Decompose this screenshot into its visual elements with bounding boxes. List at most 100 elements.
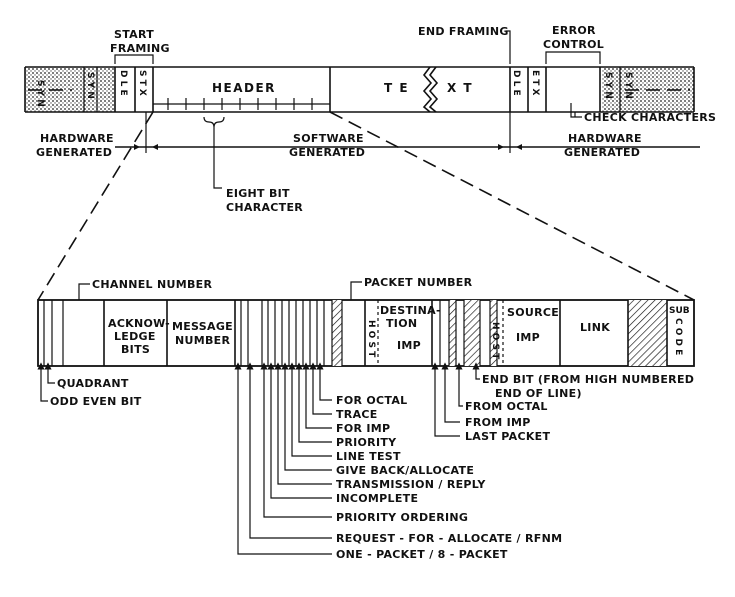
bit-label-priority: PRIORITY [295,362,397,449]
bit-labels-left: QUADRANT ODD EVEN BIT [37,362,142,408]
header-ticks [153,98,330,110]
dest-imp-label: IMP [397,339,421,352]
eight-bit-label-1: EIGHT BIT [226,187,290,200]
svg-text:GIVE BACK/ALLOCATE: GIVE BACK/ALLOCATE [336,464,474,477]
svg-text:LAST PACKET: LAST PACKET [465,430,550,443]
svg-text:INCOMPLETE: INCOMPLETE [336,492,418,505]
odd-even-label: ODD EVEN BIT [50,395,142,408]
svg-text:REQUEST - FOR - ALLOCATE / RFN: REQUEST - FOR - ALLOCATE / RFNM [336,532,562,545]
bit-label-give-back: GIVE BACK/ALLOCATE [281,362,474,477]
dest-label-2: TION [386,317,417,330]
code-label: C O D E [673,318,683,355]
bit-label-priority-ordering: PRIORITY ORDERING [260,362,468,524]
syn-right-1: S Y N [603,72,613,99]
dest-label-1: DESTINA- [380,304,441,317]
check-characters-pointer [570,103,582,118]
svg-text:END BIT (FROM HIGH NUMBERED: END BIT (FROM HIGH NUMBERED [482,373,694,386]
header-dividers [43,300,668,366]
svg-text:PRIORITY: PRIORITY [336,436,397,449]
sub-label: SUB [669,306,690,316]
end-framing-label: END FRAMING [418,25,509,38]
end-framing-pointer [506,30,511,64]
svg-text:ONE - PACKET / 8 - PACKET: ONE - PACKET / 8 - PACKET [336,548,508,561]
hw-left-label-2: GENERATED [36,146,112,159]
hatch-1 [332,300,342,366]
svg-text:TRANSMISSION / REPLY: TRANSMISSION / REPLY [336,478,486,491]
syn-left-1: S Y N [35,80,45,107]
expand-line-right [329,111,695,301]
svg-text:FOR OCTAL: FOR OCTAL [336,394,407,407]
eight-bit-label-2: CHARACTER [226,201,303,214]
text-field-right: X T [447,81,473,95]
ack-label-2: LEDGE [114,330,156,343]
source-imp-label: IMP [516,331,540,344]
host-right-label: H O S T [490,322,500,360]
bit-labels-right: END BIT (FROM HIGH NUMBERED END OF LINE)… [431,362,694,443]
packet-number-label: PACKET NUMBER [364,276,473,289]
check-characters-label: CHECK CHARACTERS [584,111,716,124]
svg-text:END OF LINE): END OF LINE) [495,387,582,400]
syn-right-2: S Y N [623,72,633,99]
top-frame: S Y N S Y N D L E S T X HEADER T E X T D… [24,24,716,214]
hatch-5 [628,300,667,366]
svg-text:FROM IMP: FROM IMP [465,416,531,429]
hatch-2 [449,300,456,366]
start-framing-label-2: FRAMING [110,42,170,55]
svg-text:TRACE: TRACE [336,408,378,421]
svg-text:LINE TEST: LINE TEST [336,450,401,463]
ack-label-1: ACKNOW- [108,317,170,330]
error-control-label-2: CONTROL [543,38,604,51]
hw-left-label-1: HARDWARE [40,132,114,145]
eight-bit-pointer [213,127,222,189]
channel-number-label: CHANNEL NUMBER [92,278,212,291]
bit-label-incomplete: INCOMPLETE [267,362,418,505]
bit-label-trace: TRACE [309,362,378,421]
svg-text:FROM OCTAL: FROM OCTAL [465,400,548,413]
bit-labels-center: FOR OCTAL TRACE FOR IMP PRIORITY LINE TE… [234,362,562,561]
start-framing-bracket [114,54,154,64]
header-detail: ACKNOW- LEDGE BITS MESSAGE NUMBER H O S … [37,276,695,367]
text-break-right [428,66,439,113]
sw-label-2: GENERATED [289,146,365,159]
msg-label-2: NUMBER [175,334,230,347]
channel-number-pointer [78,283,90,300]
bit-label-line-test: LINE TEST [288,362,401,463]
dle-right: D L E [511,70,521,96]
hatch-3 [464,300,480,366]
bit-label-from-imp: FROM IMP [441,362,531,429]
link-label: LINK [580,321,610,334]
header-detail-box [37,299,695,367]
bit-label-last-packet: LAST PACKET [431,362,550,443]
bit-label-for-octal: FOR OCTAL [316,362,407,407]
bit-label-from-octal: FROM OCTAL [455,362,548,413]
svg-text:PRIORITY ORDERING: PRIORITY ORDERING [336,511,468,524]
etx: E T X [530,70,540,96]
source-label: SOURCE [507,306,559,319]
dle-left: D L E [118,70,128,96]
header-field: HEADER [212,81,276,95]
error-control-label-1: ERROR [552,24,596,37]
host-left-label: H O S T [366,320,376,358]
bit-label-for-imp: FOR IMP [302,362,390,435]
hw-right-label-2: GENERATED [564,146,640,159]
text-field-left: T E [384,81,409,95]
sw-label-1: SOFTWARE [293,132,364,145]
bit-label-end-bit: END BIT (FROM HIGH NUMBERED END OF LINE) [472,362,694,400]
hatch-4 [490,300,497,366]
quadrant-label: QUADRANT [57,377,129,390]
error-control-bracket [545,51,601,64]
bit-label-one-packet: ONE - PACKET / 8 - PACKET [234,362,508,561]
svg-text:FOR IMP: FOR IMP [336,422,390,435]
text-break-left [422,66,433,113]
expand-line-left [37,111,154,301]
msg-label-1: MESSAGE [172,320,233,333]
bit-label-transmission: TRANSMISSION / REPLY [274,362,486,491]
syn-left-2: S Y N [85,72,95,99]
packet-number-pointer [350,281,362,300]
start-framing-label-1: START [114,28,154,41]
eight-bit-brace [203,116,225,128]
ack-label-3: BITS [121,343,150,356]
hw-right-label-1: HARDWARE [568,132,642,145]
